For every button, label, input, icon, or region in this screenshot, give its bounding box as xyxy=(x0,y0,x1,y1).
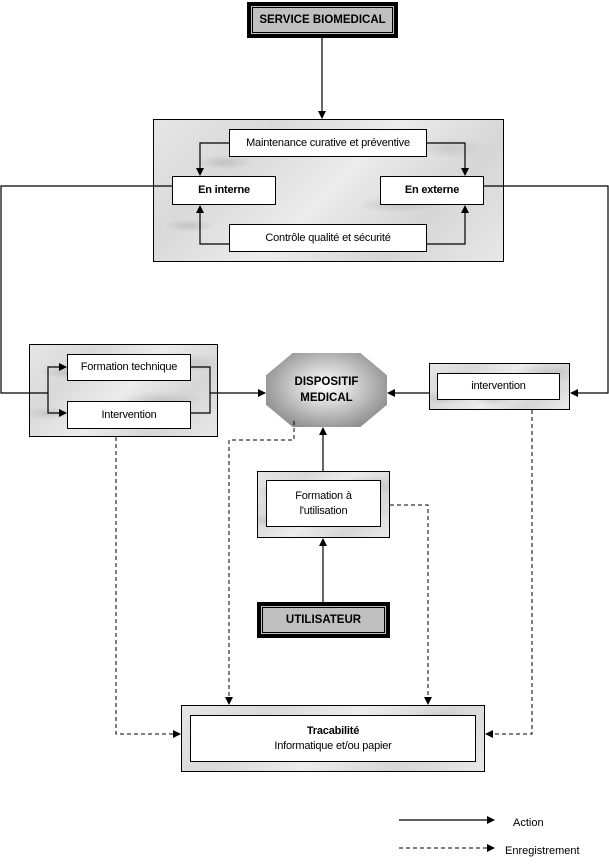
intervention-externe-box: intervention xyxy=(437,373,560,400)
dashed-left-panel-to-tracabilite xyxy=(115,437,181,738)
service-biomedical-node: SERVICE BIOMEDICAL xyxy=(247,2,398,38)
utilisateur-node: UTILISATEUR xyxy=(257,602,390,638)
formation-technique-label: Formation technique xyxy=(80,361,178,374)
dashed-dispositif-to-tracabilite xyxy=(225,421,295,705)
en-interne-label: En interne xyxy=(198,184,250,197)
dispositif-medical-node: DISPOSITIF MEDICAL xyxy=(266,353,387,427)
maintenance-label: Maintenance curative et préventive xyxy=(246,136,410,149)
formation-utilisation-line1: Formation à xyxy=(295,489,352,502)
intervention-interne-label: Intervention xyxy=(101,408,157,421)
dashed-formation-to-tracabilite xyxy=(390,504,432,705)
intervention-externe-label: intervention xyxy=(471,380,526,393)
controle-label: Contrôle qualité et sécurité xyxy=(265,231,391,244)
dispositif-label-line2: MEDICAL xyxy=(300,392,353,404)
intervention-interne-box: Intervention xyxy=(67,401,191,429)
maintenance-box: Maintenance curative et préventive xyxy=(229,129,427,157)
en-externe-box: En externe xyxy=(380,176,484,205)
dashed-intervention-to-tracabilite xyxy=(485,410,533,738)
service-biomedical-label: SERVICE BIOMEDICAL xyxy=(259,14,386,26)
en-interne-box: En interne xyxy=(172,176,276,205)
legend-enregistrement-label: Enregistrement xyxy=(505,845,580,857)
formation-utilisation-line2: l'utilisation xyxy=(299,504,348,517)
en-externe-label: En externe xyxy=(404,184,460,197)
tracabilite-subtitle: Informatique et/ou papier xyxy=(274,739,392,752)
legend-action-label: Action xyxy=(513,817,544,829)
tracabilite-title: Tracabilité xyxy=(306,724,360,737)
utilisateur-label: UTILISATEUR xyxy=(285,614,362,626)
tracabilite-box: Tracabilité Informatique et/ou papier xyxy=(190,715,476,762)
formation-utilisation-box: Formation à l'utilisation xyxy=(266,480,381,527)
controle-box: Contrôle qualité et sécurité xyxy=(229,224,427,252)
formation-technique-box: Formation technique xyxy=(67,354,191,381)
dispositif-label-line1: DISPOSITIF xyxy=(294,375,359,388)
